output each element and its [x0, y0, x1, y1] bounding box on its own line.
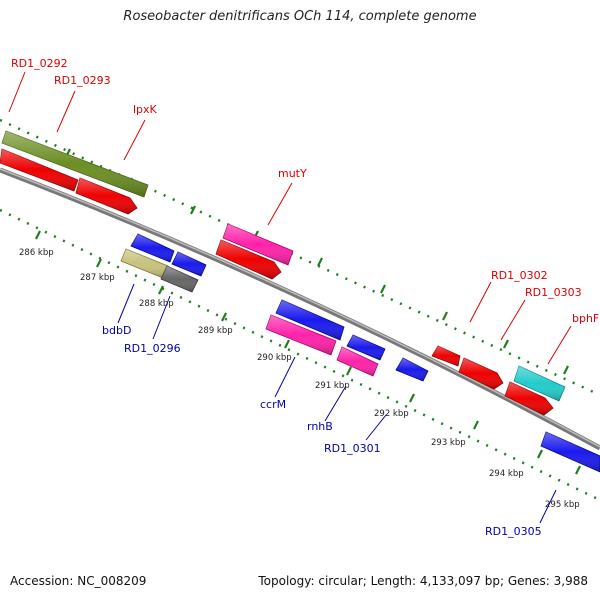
genome-summary-text: Topology: circular; Length: 4,133,097 bp… [258, 574, 588, 588]
kbp-label: 293 kbp [431, 438, 466, 448]
gene-RD1_0301[interactable] [395, 357, 429, 382]
bottom-label-connectors [117, 283, 557, 524]
kbp-label: 291 kbp [315, 381, 350, 391]
kbp-label: 286 kbp [19, 248, 54, 258]
map-title: Roseobacter denitrificans OCh 114, compl… [123, 9, 477, 24]
gene-RD1_0293[interactable] [0, 148, 79, 192]
top-label-connectors [8, 71, 572, 365]
kbp-label: 292 kbp [374, 409, 409, 419]
kbp-scale-labels: 286 kbp 287 kbp 288 kbp 289 kbp 290 kbp … [19, 248, 580, 510]
gene-rnhB-blue[interactable] [346, 334, 386, 361]
gene-bdbD-blue[interactable] [130, 233, 175, 263]
gene-rnhB[interactable] [336, 346, 379, 377]
gene-RD1_0296[interactable] [160, 265, 199, 293]
inner-tick-track [0, 208, 600, 502]
gene-label-RD1_0296[interactable]: RD1_0296 [124, 342, 181, 355]
gene-label-RD1_0292[interactable]: RD1_0292 [11, 57, 68, 70]
gene-label-mutY[interactable]: mutY [278, 167, 307, 180]
gene-RD1_0305[interactable] [540, 431, 600, 473]
gene-label-RD1_0305[interactable]: RD1_0305 [485, 525, 542, 538]
gene-label-bphF[interactable]: bphF [572, 312, 599, 325]
gene-ccrM-blue[interactable] [275, 299, 345, 341]
gene-RD1_0292[interactable] [1, 130, 149, 198]
gene-RD1_0296-blue[interactable] [171, 251, 207, 277]
inner-major-ticks [35, 230, 581, 475]
gene-RD1_0303[interactable] [504, 381, 554, 416]
gene-mutY-upper[interactable] [222, 223, 294, 266]
kbp-label: 295 kbp [545, 500, 580, 510]
gene-label-bdbD[interactable]: bdbD [102, 324, 131, 337]
kbp-label: 288 kbp [139, 299, 174, 309]
accession-text: Accession: NC_008209 [10, 574, 147, 588]
kbp-label: 294 kbp [489, 469, 524, 479]
kbp-label: 287 kbp [80, 273, 115, 283]
gene-RD1_0302b[interactable] [458, 357, 504, 390]
gene-label-rnhB[interactable]: rnhB [307, 420, 333, 433]
kbp-label: 289 kbp [198, 326, 233, 336]
gene-mutY[interactable] [215, 239, 282, 280]
gene-label-RD1_0303[interactable]: RD1_0303 [525, 286, 582, 299]
gene-ccrM[interactable] [265, 314, 337, 356]
outer-tick-track [0, 118, 600, 397]
gene-RD1_0302[interactable] [431, 345, 461, 367]
gene-label-RD1_0302[interactable]: RD1_0302 [491, 269, 548, 282]
gene-label-ccrM[interactable]: ccrM [260, 398, 286, 411]
gene-label-lpxK[interactable]: lpxK [133, 103, 158, 116]
genome-backbone [0, 167, 600, 451]
gene-lpxK[interactable] [75, 177, 138, 215]
gene-label-RD1_0301[interactable]: RD1_0301 [324, 442, 381, 455]
kbp-label: 290 kbp [257, 353, 292, 363]
gene-bphF[interactable] [513, 365, 566, 402]
gene-label-RD1_0293[interactable]: RD1_0293 [54, 74, 111, 87]
